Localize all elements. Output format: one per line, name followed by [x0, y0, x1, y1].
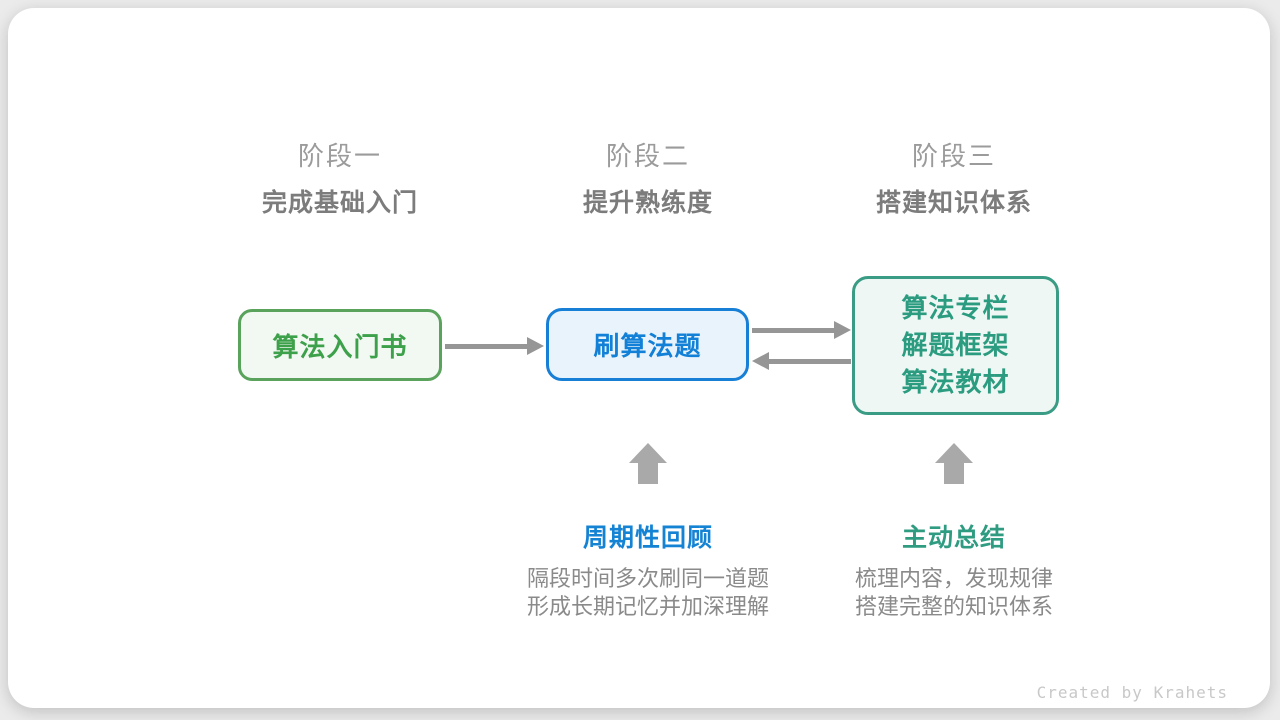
- stage-2-subtitle: 提升熟练度: [582, 189, 713, 217]
- stage-3-title: 阶段三: [911, 141, 996, 171]
- node-practice-problems: 刷算法题: [546, 308, 749, 381]
- node-label: 刷算法题: [593, 331, 702, 361]
- stage-1-title: 阶段一: [297, 141, 382, 171]
- arrow-shaft: [944, 463, 964, 484]
- arrow-line: [752, 327, 836, 333]
- node-knowledge-sources: 算法专栏 解题框架 算法教材: [852, 276, 1059, 415]
- arrow-right-icon: [752, 321, 851, 339]
- arrow-up-icon: [629, 443, 667, 484]
- arrow-right-icon: [445, 337, 544, 355]
- watermark-credit: Created by Krahets: [1036, 683, 1228, 702]
- annotation-active-summary-label: 主动总结: [901, 524, 1006, 552]
- arrow-head: [935, 443, 973, 463]
- stage-2-title: 阶段二: [605, 141, 690, 171]
- annotation-periodic-review-label: 周期性回顾: [582, 524, 713, 552]
- annotation-periodic-review-desc: 隔段时间多次刷同一道题 形成长期记忆并加深理解: [468, 565, 828, 621]
- desc-line: 梳理内容，发现规律: [854, 566, 1053, 591]
- node-label: 算法专栏: [901, 293, 1010, 323]
- node-intro-book: 算法入门书: [238, 309, 442, 381]
- arrow-line: [445, 343, 529, 349]
- arrow-head: [527, 337, 544, 355]
- node-label: 解题框架: [901, 330, 1010, 360]
- arrow-head: [834, 321, 851, 339]
- arrow-up-icon: [935, 443, 973, 484]
- node-label: 算法教材: [901, 367, 1010, 397]
- arrow-shaft: [638, 463, 658, 484]
- arrow-head: [629, 443, 667, 463]
- arrow-left-icon: [752, 352, 851, 370]
- arrow-line: [767, 358, 851, 364]
- desc-line: 形成长期记忆并加深理解: [526, 594, 769, 619]
- annotation-active-summary-desc: 梳理内容，发现规律 搭建完整的知识体系: [774, 565, 1134, 621]
- node-label: 算法入门书: [272, 331, 408, 362]
- desc-line: 隔段时间多次刷同一道题: [526, 566, 769, 591]
- stage-3-subtitle: 搭建知识体系: [875, 189, 1032, 217]
- desc-line: 搭建完整的知识体系: [854, 594, 1053, 619]
- stage-1-subtitle: 完成基础入门: [261, 189, 418, 217]
- diagram-card: 阶段一 完成基础入门 阶段二 提升熟练度 阶段三 搭建知识体系 算法入门书 刷算…: [8, 8, 1270, 708]
- arrow-head: [752, 352, 769, 370]
